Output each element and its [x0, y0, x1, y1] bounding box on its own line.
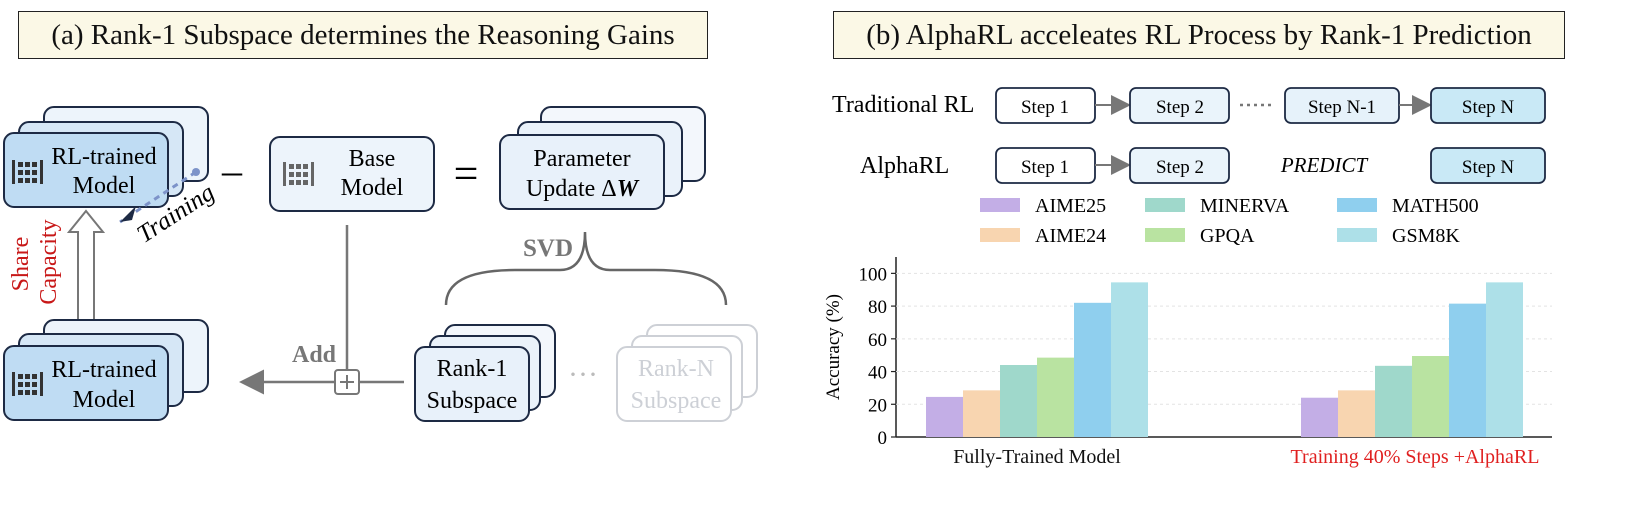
rank1-label-2: Subspace [427, 388, 518, 414]
param-update-label-2: Update ΔW [526, 176, 640, 202]
legend-swatch [1337, 228, 1377, 242]
legend-label: AIME24 [1035, 225, 1106, 247]
bar-gpqa-1 [1037, 357, 1074, 437]
trad-step-2: Step 2 [1156, 97, 1204, 118]
add-label: Add [292, 342, 337, 368]
legend-label: AIME25 [1035, 195, 1106, 217]
rl-model-top-label-2: Model [73, 173, 136, 199]
trad-step-n-1: Step N-1 [1308, 97, 1376, 118]
legend-swatch [980, 228, 1020, 242]
bar-gsm8k-2 [1486, 282, 1523, 437]
legend-swatch [1145, 228, 1185, 242]
legend-label: GPQA [1200, 225, 1255, 247]
x-tick-label: Training 40% Steps +AlphaRL [1291, 446, 1540, 468]
legend-swatch [1337, 198, 1377, 212]
rl-model-bottom-label-1: RL-trained [51, 357, 156, 383]
bar-aime25-1 [926, 396, 963, 437]
y-axis-label: Accuracy (%) [823, 294, 844, 400]
legend-label: GSM8K [1392, 225, 1460, 247]
rankN-subspace-stack: Rank-N Subspace [616, 324, 758, 422]
rankN-label-1: Rank-N [638, 356, 714, 382]
panel-a-title: (a) Rank-1 Subspace determines the Reaso… [18, 11, 708, 59]
capacity-label: Capacity [36, 219, 62, 304]
x-tick-label: Fully-Trained Model [953, 446, 1121, 468]
equals-sign: = [454, 149, 479, 198]
legend-swatch [1145, 198, 1185, 212]
traditional-rl-label: Traditional RL [832, 92, 974, 118]
y-tick-label: 40 [868, 363, 887, 384]
rank1-subspace-stack: Rank-1 Subspace [414, 324, 556, 422]
trad-step-n: Step N [1462, 97, 1515, 118]
y-tick-label: 0 [878, 428, 888, 449]
base-model-box: Base Model [269, 136, 435, 212]
legend-swatch [980, 198, 1020, 212]
bar-math500-1 [1074, 302, 1111, 437]
add-connector: Add [239, 225, 404, 395]
bar-math500-2 [1449, 303, 1486, 437]
legend-label: MINERVA [1200, 195, 1290, 217]
bar-aime25-2 [1301, 397, 1338, 437]
bar-gsm8k-1 [1111, 282, 1148, 437]
rl-model-top-label-1: RL-trained [51, 144, 156, 170]
rl-model-bottom-label-2: Model [73, 387, 136, 413]
alpharl-flow: Step 1 Step 2 PREDICT Step N [995, 147, 1546, 184]
grid-icon [283, 162, 314, 186]
ellipsis: ··· [568, 358, 598, 391]
alpharl-label: AlphaRL [860, 153, 949, 179]
base-model-label-2: Model [341, 175, 404, 201]
legend-label: MATH500 [1392, 195, 1479, 217]
rl-model-bottom-stack: RL-trained Model [3, 319, 209, 421]
grid-icon [12, 160, 43, 184]
param-update-label-1: Parameter [533, 146, 630, 172]
panel-b-title: (b) AlphaRL acceleates RL Process by Ran… [833, 11, 1565, 59]
y-tick-label: 60 [868, 330, 887, 351]
bar-minerva-2 [1375, 365, 1412, 437]
minus-sign: – [221, 148, 243, 193]
trad-step-1: Step 1 [1021, 97, 1069, 118]
bar-gpqa-2 [1412, 356, 1449, 437]
grid-icon [12, 372, 43, 396]
rankN-label-2: Subspace [631, 388, 722, 414]
y-tick-label: 100 [859, 264, 888, 285]
alpha-step-n: Step N [1462, 157, 1515, 178]
y-tick-label: 80 [868, 297, 887, 318]
svd-brace: SVD [444, 231, 728, 306]
share-label: Share [8, 237, 34, 292]
base-model-label-1: Base [349, 146, 396, 172]
bar-aime24-2 [1338, 390, 1375, 437]
rank1-label-1: Rank-1 [437, 356, 508, 382]
traditional-rl-flow: Step 1 Step 2 Step N-1 Step N [995, 87, 1546, 124]
y-tick-label: 20 [868, 395, 887, 416]
predict-label: PREDICT [1280, 153, 1369, 177]
bar-aime24-1 [963, 390, 1000, 437]
bar-minerva-1 [1000, 365, 1037, 437]
svd-label: SVD [523, 235, 573, 262]
parameter-update-stack: Parameter Update ΔW [499, 106, 706, 210]
alpha-step-1: Step 1 [1021, 157, 1069, 178]
rl-model-top-stack: RL-trained Model [3, 106, 209, 208]
alpha-step-2: Step 2 [1156, 157, 1204, 178]
